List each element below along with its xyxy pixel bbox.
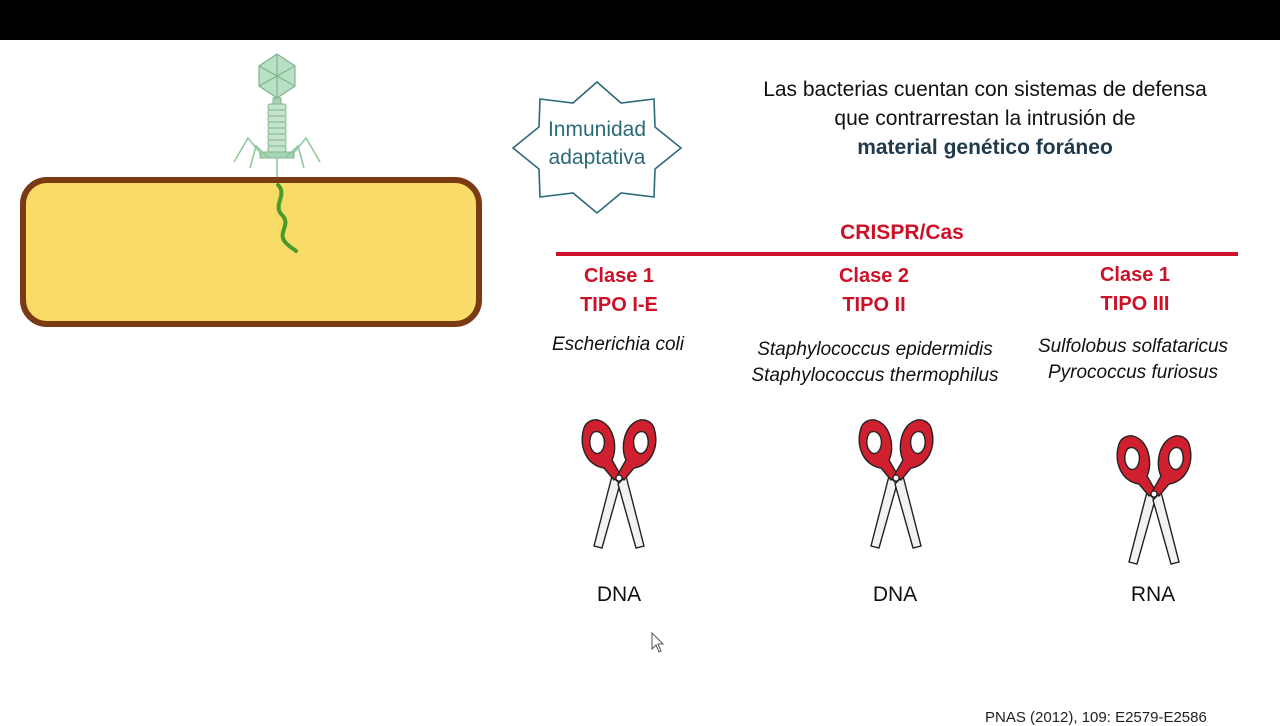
badge-line-1: Inmunidad xyxy=(547,118,647,141)
column-2-clase: Clase 2 xyxy=(838,265,910,287)
bacteriophage-icon xyxy=(233,53,321,180)
column-1-clase: Clase 1 xyxy=(583,265,655,287)
column-3-tipo: TIPO III xyxy=(1100,293,1170,315)
intro-line-2: que contrarrestan la intrusión de xyxy=(834,107,1136,130)
scissors-icon xyxy=(858,419,934,549)
species-pyrococcus-furiosus: Pyrococcus furiosus xyxy=(1047,362,1218,383)
top-black-bar xyxy=(0,0,1280,40)
species-staphylococcus-epidermidis: Staphylococcus epidermidis xyxy=(757,339,993,360)
column-1-header: Clase 1 TIPO I-E xyxy=(499,262,739,320)
scissors-icon xyxy=(581,419,657,549)
column-2-tipo: TIPO II xyxy=(842,294,906,316)
badge-line-2: adaptativa xyxy=(548,146,646,169)
column-1-target: DNA xyxy=(596,583,642,606)
column-1-species: Escherichia coli xyxy=(468,332,768,358)
mouse-cursor-icon xyxy=(651,632,665,653)
crispr-divider xyxy=(556,252,1238,256)
column-2-header: Clase 2 TIPO II xyxy=(754,262,994,320)
injected-dna xyxy=(276,183,298,253)
species-sulfolobus-solfataricus: Sulfolobus solfataricus xyxy=(1037,336,1229,357)
species-staphylococcus-thermophilus: Staphylococcus thermophilus xyxy=(751,365,999,386)
column-3-species: Sulfolobus solfataricus Pyrococcus furio… xyxy=(983,334,1280,386)
column-2-species: Staphylococcus epidermidis Staphylococcu… xyxy=(725,337,1025,389)
crispr-title: CRISPR/Cas xyxy=(840,221,964,244)
column-3-clase: Clase 1 xyxy=(1099,264,1171,286)
intro-line-1: Las bacterias cuentan con sistemas de de… xyxy=(763,78,1207,101)
scissors-icon xyxy=(1116,435,1192,565)
immunity-badge xyxy=(511,80,683,215)
column-2-target: DNA xyxy=(872,583,918,606)
species-escherichia-coli: Escherichia coli xyxy=(552,334,684,355)
bacterial-cell xyxy=(20,177,482,327)
column-3-header: Clase 1 TIPO III xyxy=(1015,261,1255,319)
reference-citation: PNAS (2012), 109: E2579-E2586 xyxy=(985,709,1207,726)
column-1-tipo: TIPO I-E xyxy=(580,294,658,316)
intro-line-3: material genético foráneo xyxy=(857,136,1113,159)
column-3-target: RNA xyxy=(1130,583,1176,606)
immunity-badge-label: Inmunidad adaptativa xyxy=(509,116,685,172)
intro-text: Las bacterias cuentan con sistemas de de… xyxy=(700,75,1270,162)
